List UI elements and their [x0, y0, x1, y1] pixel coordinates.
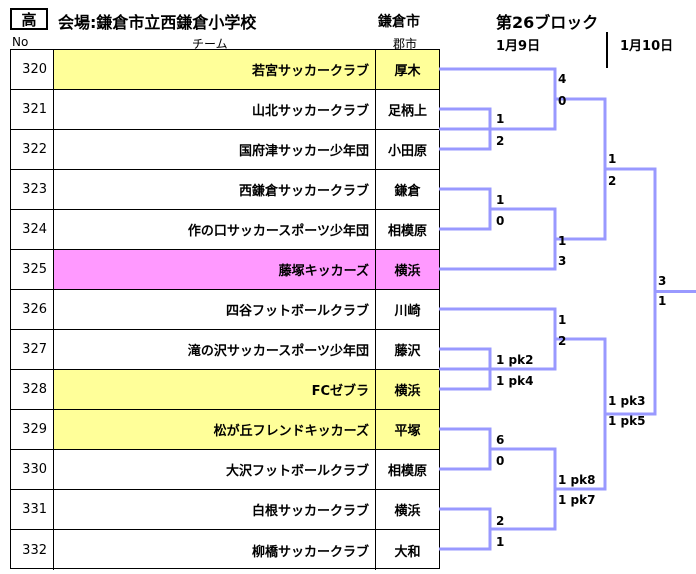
score-final-a: 3	[658, 274, 667, 288]
score-top-semi-b: 2	[608, 174, 617, 188]
team-number: 324	[11, 210, 54, 249]
team-name: 四谷フットボールクラブ	[54, 290, 376, 329]
score-323-324-winner: 1	[558, 234, 567, 248]
score-327: 1 pk2	[496, 353, 534, 367]
team-name: 松が丘フレンドキッカーズ	[54, 410, 376, 449]
team-city: 小田原	[387, 144, 427, 159]
team-name: 国府津サッカー少年団	[54, 130, 376, 169]
score-final-b: 1	[658, 294, 667, 308]
team-number: 321	[11, 90, 54, 129]
team-name: 作の口サッカースポーツ少年団	[54, 210, 376, 249]
team-number: 322	[11, 130, 54, 169]
col-header-city: 郡市	[393, 37, 418, 51]
team-city: 横浜	[394, 504, 421, 519]
team-city: 横浜	[376, 370, 439, 409]
team-name: 藤塚キッカーズ	[54, 250, 376, 289]
score-320: 4	[558, 72, 567, 86]
score-325: 3	[558, 254, 567, 268]
col-header-team: チーム	[192, 37, 228, 51]
score-lower-b: 1 pk7	[558, 493, 596, 507]
bracket-match-331-332	[439, 507, 492, 551]
score-323: 1	[496, 193, 505, 207]
team-name: 山北サッカークラブ	[54, 90, 376, 129]
team-number: 327	[11, 330, 54, 369]
date-divider	[606, 32, 608, 68]
level-badge: 高	[10, 8, 48, 30]
score-329: 6	[496, 433, 505, 447]
team-name: 柳橋サッカークラブ	[54, 530, 376, 570]
team-city: 川崎	[394, 304, 421, 319]
team-city: 厚木	[376, 50, 439, 89]
team-name: FCゼブラ	[54, 370, 376, 409]
team-number: 331	[11, 490, 54, 529]
score-top-semi-a: 1	[608, 152, 617, 166]
team-number: 323	[11, 170, 54, 209]
date-day2: 1月10日	[620, 39, 674, 54]
team-name: 若宮サッカークラブ	[54, 50, 376, 89]
team-city: 横浜	[376, 250, 439, 289]
team-number: 330	[11, 450, 54, 489]
team-city: 足柄上	[387, 104, 427, 119]
score-bottom-semi-b: 1 pk5	[608, 414, 646, 428]
score-324: 0	[496, 214, 505, 228]
date-day1: 1月9日	[496, 39, 541, 54]
team-number: 329	[11, 410, 54, 449]
team-number: 328	[11, 370, 54, 409]
block-title: 第26ブロック	[496, 13, 599, 32]
score-327-328-winner: 2	[558, 334, 567, 348]
score-332: 1	[496, 535, 505, 549]
score-328: 1 pk4	[496, 374, 534, 388]
col-header-no: No	[12, 35, 29, 49]
team-number: 326	[11, 290, 54, 329]
team-number: 320	[11, 50, 54, 89]
venue-title: 会場:鎌倉市立西鎌倉小学校	[58, 13, 257, 32]
team-name: 滝の沢サッカースポーツ少年団	[54, 330, 376, 369]
bracket-semi-bottom	[555, 337, 607, 491]
bracket-match-329-330	[439, 427, 492, 471]
score-321: 1	[496, 112, 505, 126]
score-331: 2	[496, 514, 505, 528]
score-330: 0	[496, 454, 505, 468]
team-city: 平塚	[376, 410, 439, 449]
score-322: 2	[496, 134, 505, 148]
bracket-semi-top	[555, 97, 607, 241]
host-city: 鎌倉市	[378, 14, 420, 30]
team-number: 325	[11, 250, 54, 289]
team-city: 相模原	[387, 224, 427, 239]
score-lower-a: 1 pk8	[558, 473, 596, 487]
team-city: 大和	[394, 544, 421, 560]
team-city: 相模原	[387, 464, 427, 479]
team-name: 西鎌倉サッカークラブ	[54, 170, 376, 209]
team-number: 332	[11, 530, 54, 570]
bracket-final	[605, 167, 657, 416]
score-bottom-semi-a: 1 pk3	[608, 394, 646, 408]
team-name: 白根サッカークラブ	[54, 490, 376, 529]
team-name: 大沢フットボールクラブ	[54, 450, 376, 489]
score-326: 1	[558, 313, 567, 327]
score-321-322-winner: 0	[558, 94, 567, 108]
team-city: 鎌倉	[394, 184, 421, 199]
team-city: 藤沢	[394, 344, 421, 359]
bracket-match-323-324	[439, 187, 492, 231]
